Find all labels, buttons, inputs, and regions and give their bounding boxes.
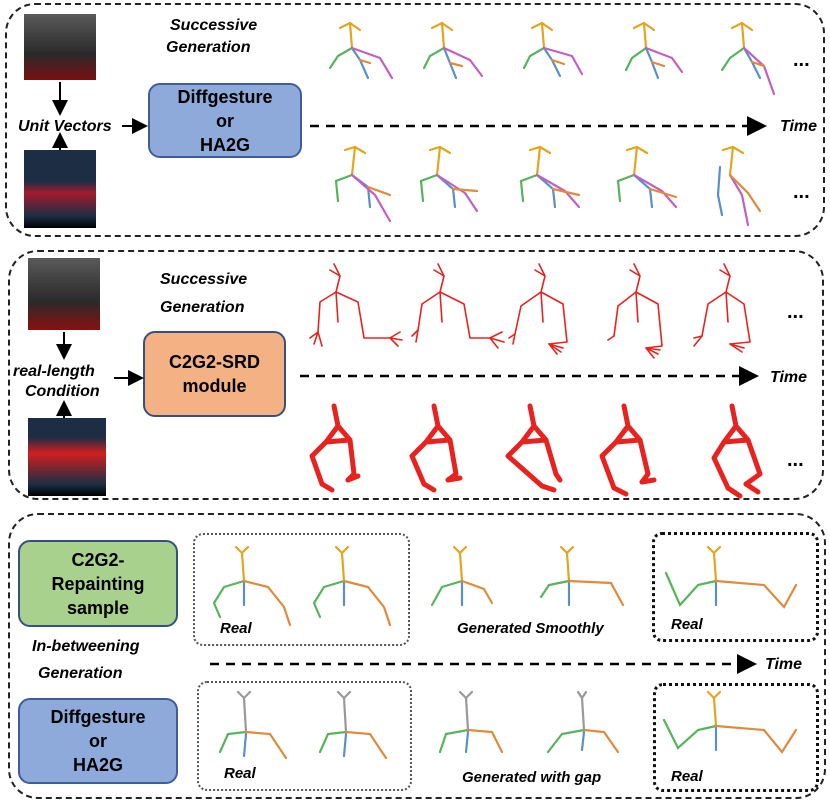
time-label: Time	[780, 118, 818, 135]
c2g2-srd-box: C2G2-SRD module	[143, 331, 286, 417]
skeleton-frame	[664, 545, 798, 609]
panel-in-betweening	[8, 513, 826, 799]
model-line3: HA2G	[72, 755, 123, 775]
skeleton-frame	[334, 145, 392, 223]
c2g2-repainting-box: C2G2- Repainting sample	[18, 540, 178, 627]
skeleton-frame	[212, 545, 292, 627]
skeleton-frame	[430, 545, 494, 607]
skeleton-frame	[312, 545, 392, 627]
model-line1: C2G2-	[71, 549, 125, 570]
skeleton-frame	[693, 263, 751, 353]
panel2-title-line1: Successive	[160, 271, 248, 288]
panel-successive-baseline	[5, 3, 825, 237]
ellipsis: ...	[787, 301, 804, 323]
skeleton-frame	[522, 21, 584, 78]
ellipsis: ...	[793, 49, 810, 71]
skeleton-frame	[328, 21, 394, 80]
skeleton-frame	[218, 690, 288, 760]
speaker-photo-female	[24, 150, 96, 228]
skeleton-frame	[716, 145, 762, 227]
diffgesture-ha2g-box-inbetween: Diffgesture or HA2G	[18, 698, 178, 784]
real-frames-box-right-bottom	[653, 683, 819, 792]
time-label: Time	[765, 656, 803, 673]
skeleton-frame	[616, 145, 678, 209]
generated-smoothly-label: Generated Smoothly	[457, 620, 604, 637]
panel-successive-c2g2	[8, 250, 824, 500]
skeleton-frame	[309, 263, 403, 347]
in-betweening-title-line2: Generation	[38, 665, 123, 682]
ellipsis: ...	[787, 449, 804, 471]
panel2-title-line2: Generation	[160, 299, 245, 316]
diffgesture-ha2g-box: Diffgesture or HA2G	[148, 83, 302, 158]
real-frames-box-right-top	[652, 532, 819, 642]
panel1-arrows	[52, 21, 776, 227]
real-frames-box-left-bottom	[197, 681, 412, 791]
skeleton-frame	[409, 403, 463, 493]
model-line1: Diffgesture	[177, 86, 273, 107]
skeleton-frame	[662, 690, 798, 754]
panel1-title-line2: Generation	[166, 39, 251, 56]
skeleton-frame	[419, 145, 479, 213]
skeleton-frame	[508, 263, 568, 355]
skeleton-frame	[422, 21, 484, 80]
speaker-photo-male	[24, 14, 96, 80]
unit-vectors-label: Unit Vectors	[18, 118, 112, 135]
skeleton-frame	[607, 263, 663, 359]
real-frames-box-left-top	[193, 533, 410, 646]
skeleton-frame	[720, 21, 776, 96]
time-label: Time	[770, 369, 808, 386]
speaker-photo-female-condition	[28, 418, 106, 496]
in-betweening-title-line1: In-betweening	[32, 638, 140, 655]
model-line3: HA2G	[199, 134, 250, 155]
model-line2: Repainting	[51, 573, 145, 594]
condition-label: Condition	[25, 383, 100, 400]
skeleton-frame	[539, 545, 625, 607]
model-line2: module	[182, 376, 247, 396]
model-line3: sample	[66, 597, 130, 618]
model-line2: or	[89, 731, 107, 751]
real-length-label: real-length	[13, 363, 95, 380]
panel1-title-line1: Successive	[170, 17, 258, 34]
speaker-photo-male-condition	[28, 258, 100, 330]
real-label: Real	[224, 765, 256, 782]
ellipsis: ...	[793, 181, 810, 203]
skeleton-frame	[318, 690, 388, 760]
real-label: Real	[671, 616, 703, 633]
panel2-arrows	[56, 263, 763, 499]
skeleton-frame	[411, 263, 505, 349]
skeleton-frame	[505, 403, 563, 493]
skeleton-frame	[711, 403, 763, 499]
real-label: Real	[220, 620, 252, 637]
skeleton-frame	[624, 21, 684, 80]
skeleton-frame	[438, 690, 504, 754]
skeleton-frame	[519, 145, 581, 209]
skeleton-frame	[546, 690, 620, 754]
model-line1: Diffgesture	[50, 707, 146, 727]
real-label: Real	[671, 768, 703, 785]
generated-with-gap-label: Generated with gap	[462, 769, 602, 786]
skeleton-frame	[599, 403, 657, 497]
skeleton-frame	[309, 403, 361, 493]
model-line1: C2G2-SRD	[168, 352, 261, 372]
model-line2: or	[216, 110, 234, 131]
